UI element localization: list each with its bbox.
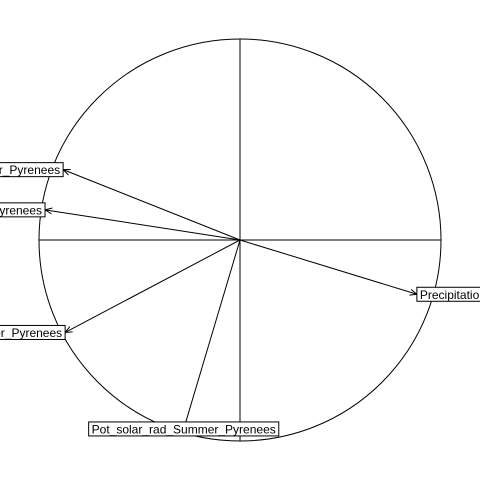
label-box xyxy=(88,421,280,437)
label-text: Pot_solar_rad_Winter_Pyrenees xyxy=(0,163,60,177)
variable-label: Temperature_Pyrenees xyxy=(0,202,46,218)
label-box xyxy=(0,324,66,340)
variable-label: Precipitation_Pyrenees xyxy=(416,286,480,302)
variable-label: Temperature_Summer_Pyrenees xyxy=(0,324,66,340)
variable-labels: Pot_solar_rad_Summer_Pyrenees Precipitati… xyxy=(0,162,480,437)
label-text: Precipitation_Pyrenees xyxy=(420,288,480,302)
variable-arrow xyxy=(239,239,417,294)
variable-arrow xyxy=(184,239,241,429)
variable-arrow xyxy=(45,210,241,241)
variable-arrow xyxy=(65,239,241,332)
label-box xyxy=(416,286,480,302)
variable-arrow xyxy=(63,170,241,241)
label-text: Temperature_Pyrenees xyxy=(0,203,42,217)
label-box xyxy=(0,202,46,218)
label-box xyxy=(0,162,64,178)
variable-label: Pot_solar_rad_Winter_Pyrenees xyxy=(0,162,64,178)
variable-label: Pot_solar_rad_Summer_Pyrenees xyxy=(88,421,280,437)
label-text: Pot_solar_rad_Summer_Pyrenees xyxy=(92,422,276,436)
label-text: Temperature_Summer_Pyrenees xyxy=(0,326,62,340)
variable-vectors xyxy=(45,170,417,429)
